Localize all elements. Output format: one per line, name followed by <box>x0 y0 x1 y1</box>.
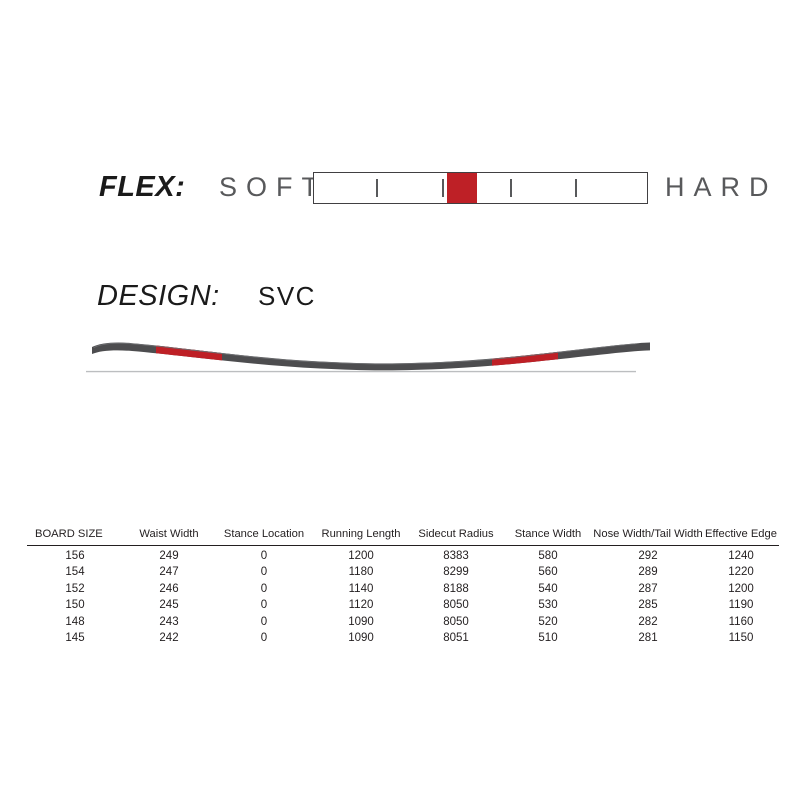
cell-board-size: 150 <box>65 599 85 612</box>
flex-tick-3 <box>510 179 513 197</box>
cell-stance-width: 560 <box>538 566 558 579</box>
column-header-running-length: Running Length <box>313 528 409 546</box>
cell-stance-location: 0 <box>260 566 268 579</box>
cell-board-size: 154 <box>65 566 85 579</box>
cell-board-size: 145 <box>65 631 85 644</box>
cell-waist-width: 245 <box>159 599 179 612</box>
board-top-edge-highlight <box>93 342 637 365</box>
cell-running-length: 1180 <box>348 566 374 579</box>
design-row: DESIGN: SVC <box>0 275 800 317</box>
cell-waist-width: 246 <box>159 582 179 595</box>
board-body-group <box>92 342 650 371</box>
column-header-nose-tail-width: Nose Width/Tail Width <box>593 528 703 546</box>
cell-stance-width: 530 <box>538 599 558 612</box>
cell-running-length: 1090 <box>348 631 374 644</box>
snowboard-profile-svg <box>86 342 650 373</box>
cell-stance-width: 520 <box>538 615 558 628</box>
cell-stance-location: 0 <box>260 599 268 612</box>
cell-running-length: 1200 <box>348 550 374 562</box>
cell-effective-edge: 1240 <box>728 550 754 562</box>
flex-label: FLEX: <box>99 171 186 203</box>
column-header-sidecut-radius: Sidecut Radius <box>409 528 503 546</box>
board-spec-table: BOARD SIZE Waist Width Stance Location R… <box>27 528 779 646</box>
cell-nose-tail-width: 281 <box>638 631 658 644</box>
column-header-board-size: BOARD SIZE <box>27 528 123 546</box>
cell-waist-width: 249 <box>159 550 179 562</box>
cell-board-size: 152 <box>65 582 85 595</box>
cell-stance-location: 0 <box>260 582 268 595</box>
cell-sidecut-radius: 8188 <box>443 582 469 595</box>
cell-running-length: 1090 <box>348 615 374 628</box>
cell-effective-edge: 1160 <box>728 615 754 628</box>
cell-stance-width: 580 <box>538 550 558 562</box>
cell-stance-width: 510 <box>538 631 558 644</box>
table-row: 152 246 0 1140 8188 540 287 1200 <box>27 581 779 597</box>
spec-table-header: BOARD SIZE Waist Width Stance Location R… <box>27 528 779 546</box>
flex-soft-label: SOFT <box>219 172 327 202</box>
cell-effective-edge: 1200 <box>728 582 754 595</box>
cell-running-length: 1140 <box>348 582 374 595</box>
cell-effective-edge: 1190 <box>728 599 754 612</box>
table-row: 150 245 0 1120 8050 530 285 1190 <box>27 597 779 613</box>
cell-sidecut-radius: 8383 <box>443 550 469 562</box>
cell-nose-tail-width: 289 <box>638 566 658 579</box>
snowboard-profile-illustration <box>70 326 650 382</box>
cell-stance-location: 0 <box>260 550 268 562</box>
design-value: SVC <box>258 281 316 311</box>
cell-nose-tail-width: 285 <box>638 599 658 612</box>
cell-effective-edge: 1150 <box>728 631 754 644</box>
spec-table-header-row: BOARD SIZE Waist Width Stance Location R… <box>27 528 779 546</box>
flex-tick-4 <box>575 179 578 197</box>
column-header-stance-location: Stance Location <box>215 528 313 546</box>
cell-nose-tail-width: 292 <box>638 550 658 562</box>
spec-table-body: 156 249 0 1200 8383 580 292 1240 154 247… <box>27 546 779 647</box>
cell-sidecut-radius: 8299 <box>443 566 469 579</box>
cell-nose-tail-width: 282 <box>638 615 658 628</box>
column-header-effective-edge: Effective Edge <box>703 528 779 546</box>
cell-board-size: 148 <box>65 615 85 628</box>
design-label: DESIGN: <box>97 280 220 312</box>
board-contact-zone-nose <box>156 342 222 371</box>
cell-waist-width: 243 <box>159 615 179 628</box>
flex-scale-bar[interactable] <box>313 172 648 204</box>
cell-running-length: 1120 <box>348 599 374 612</box>
flex-tick-2 <box>442 179 445 197</box>
cell-sidecut-radius: 8051 <box>443 631 469 644</box>
cell-stance-width: 540 <box>538 582 558 595</box>
flex-tick-1 <box>376 179 379 197</box>
spec-table-container: BOARD SIZE Waist Width Stance Location R… <box>27 528 779 646</box>
cell-sidecut-radius: 8050 <box>443 615 469 628</box>
board-contact-zone-tail <box>492 342 558 371</box>
column-header-waist-width: Waist Width <box>123 528 215 546</box>
flex-rating-row: FLEX: SOFT HARD <box>0 163 800 211</box>
cell-effective-edge: 1220 <box>728 566 754 579</box>
cell-sidecut-radius: 8050 <box>443 599 469 612</box>
board-body-fill <box>92 342 650 371</box>
flex-hard-label: HARD <box>665 172 778 202</box>
cell-stance-location: 0 <box>260 631 268 644</box>
flex-selected-marker <box>447 173 477 203</box>
table-row: 156 249 0 1200 8383 580 292 1240 <box>27 546 779 565</box>
cell-nose-tail-width: 287 <box>638 582 658 595</box>
column-header-stance-width: Stance Width <box>503 528 593 546</box>
table-row: 148 243 0 1090 8050 520 282 1160 <box>27 613 779 629</box>
cell-stance-location: 0 <box>260 615 268 628</box>
cell-waist-width: 247 <box>159 566 179 579</box>
cell-waist-width: 242 <box>159 631 179 644</box>
cell-board-size: 156 <box>65 550 85 562</box>
table-row: 154 247 0 1180 8299 560 289 1220 <box>27 564 779 580</box>
table-row: 145 242 0 1090 8051 510 281 1150 <box>27 630 779 646</box>
